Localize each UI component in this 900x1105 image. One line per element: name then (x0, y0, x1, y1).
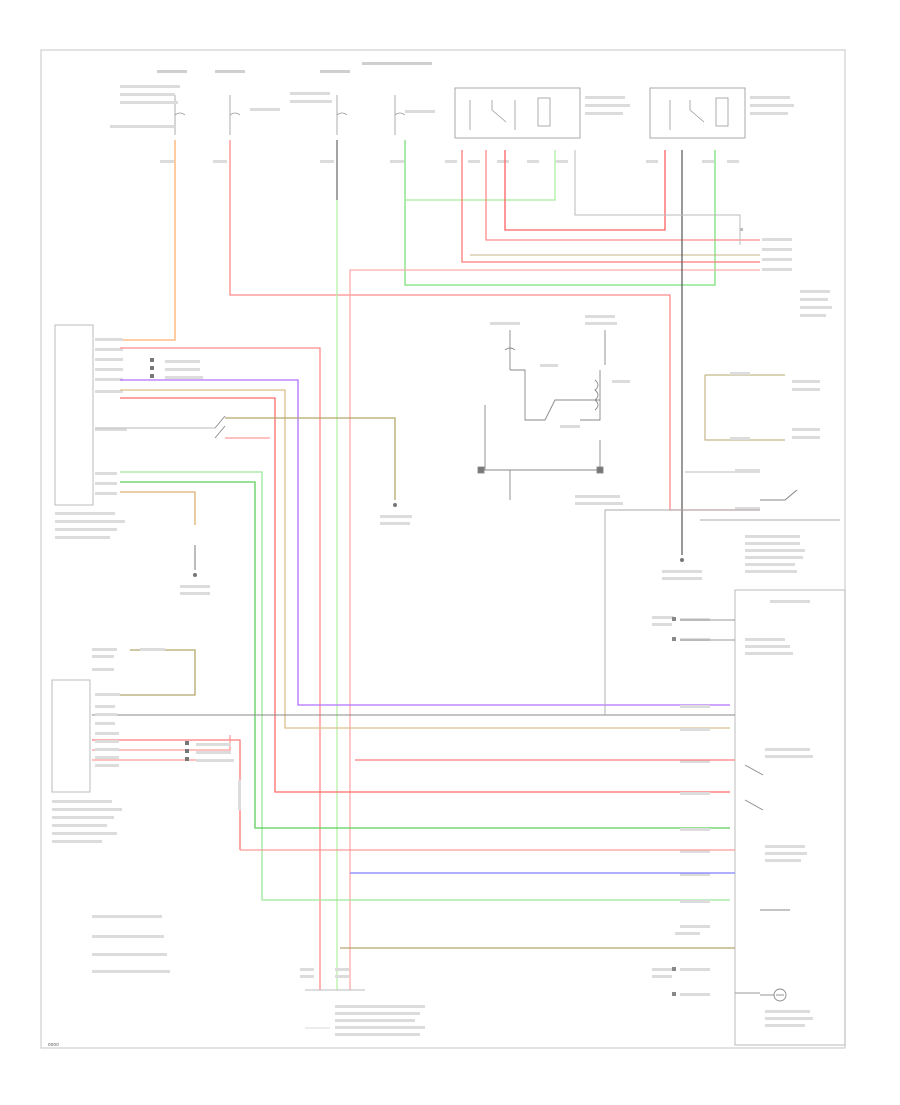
relay-labels (585, 96, 794, 115)
relay-internals (469, 97, 729, 130)
wire-tags-top (160, 160, 739, 163)
module-right-bottom-labels (745, 535, 813, 1027)
ground-point-left (193, 573, 197, 577)
center-relay (477, 330, 606, 500)
wire-green-1 (404, 140, 716, 286)
connector-point-mid (393, 503, 397, 507)
splice-indicators-left (150, 358, 203, 379)
bottom-connector (300, 968, 425, 1036)
ground-label-right-2 (662, 577, 702, 580)
center-relay-labels (490, 315, 630, 505)
wire-green-2 (405, 150, 556, 201)
relay-box-right (649, 87, 746, 139)
fuse-group-top (174, 95, 406, 135)
diagram-footnote: 0000 (48, 1042, 59, 1047)
ground-label-left (180, 585, 210, 588)
relay-box-left (454, 87, 581, 139)
wire-red-3 (485, 150, 760, 241)
vertical-wire-label-left (238, 780, 241, 810)
module-left-top-wires (120, 347, 730, 990)
ground-point-right (680, 558, 684, 562)
connector-right-top (740, 228, 832, 317)
fuse-labels-top (110, 62, 435, 128)
connector-label-mid (380, 515, 412, 518)
splice-indicators-left-bottom (185, 741, 234, 762)
diagram-border (40, 49, 846, 1049)
module-right-wires (92, 509, 760, 994)
module-left-bottom (51, 679, 91, 793)
right-connector-mid (704, 372, 820, 441)
module-right-switches (744, 764, 790, 1002)
module-left-bottom-labels (52, 648, 165, 843)
wire-pink-1 (349, 269, 760, 990)
ground-label-right (662, 570, 702, 573)
module-right-bottom (734, 589, 846, 1046)
connector-label-mid-2 (380, 522, 410, 525)
module-left-top (54, 324, 94, 506)
wire-red-4 (504, 150, 666, 231)
module-right-left-labels (652, 616, 700, 978)
module-right-pins (680, 618, 710, 996)
ground-label-left-2 (180, 592, 210, 595)
module-right-small-dots (672, 617, 676, 996)
module-left-top-pins (55, 338, 127, 539)
right-switch-low (685, 469, 840, 521)
wire-red-2 (461, 150, 760, 263)
legend-notes (92, 915, 170, 973)
switch-mid-left (95, 415, 396, 500)
wire-orange-1 (100, 140, 176, 341)
